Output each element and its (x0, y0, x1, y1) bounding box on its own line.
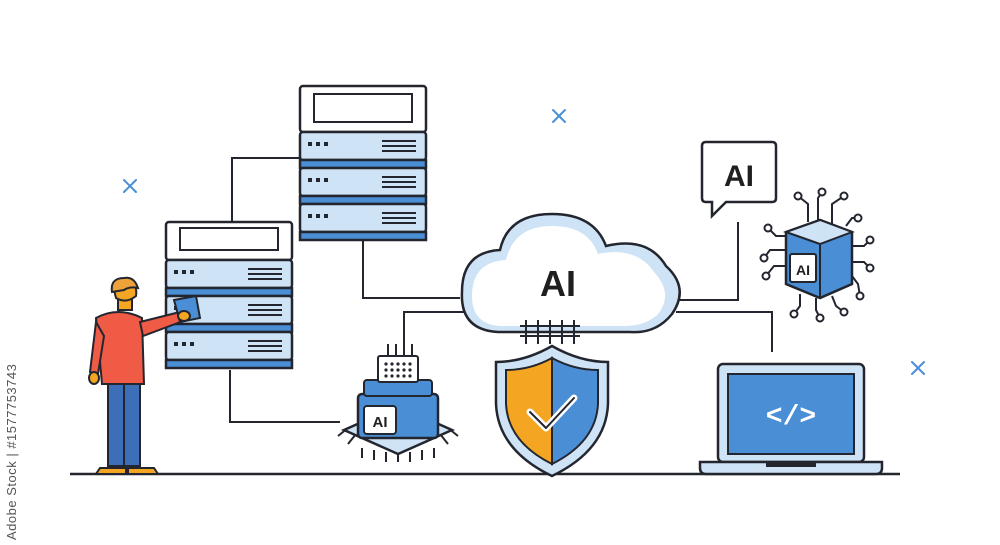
server-rack-icon (164, 220, 294, 370)
laptop-code-icon: </> (698, 362, 884, 476)
shield-check-icon (494, 344, 610, 478)
code-symbol: </> (766, 402, 816, 433)
connection-lines (229, 157, 773, 423)
cloud-label: AI (540, 263, 576, 304)
speech-bubble-label: AI (724, 160, 754, 193)
ai-chip-stack-icon: AI (337, 344, 459, 462)
sparkle-icon (123, 109, 925, 375)
ai-chip-icon: AI (759, 187, 875, 323)
shield-wires (520, 320, 580, 344)
person-icon (88, 276, 202, 475)
chip-stack-label: AI (373, 414, 388, 431)
speech-bubble-icon: AI (700, 140, 778, 220)
cloud-icon: AI (460, 212, 681, 334)
stock-watermark: Adobe Stock | #1577753743 (4, 363, 19, 540)
server-rack-icon (298, 84, 428, 242)
chip-floating-label: AI (796, 262, 810, 278)
